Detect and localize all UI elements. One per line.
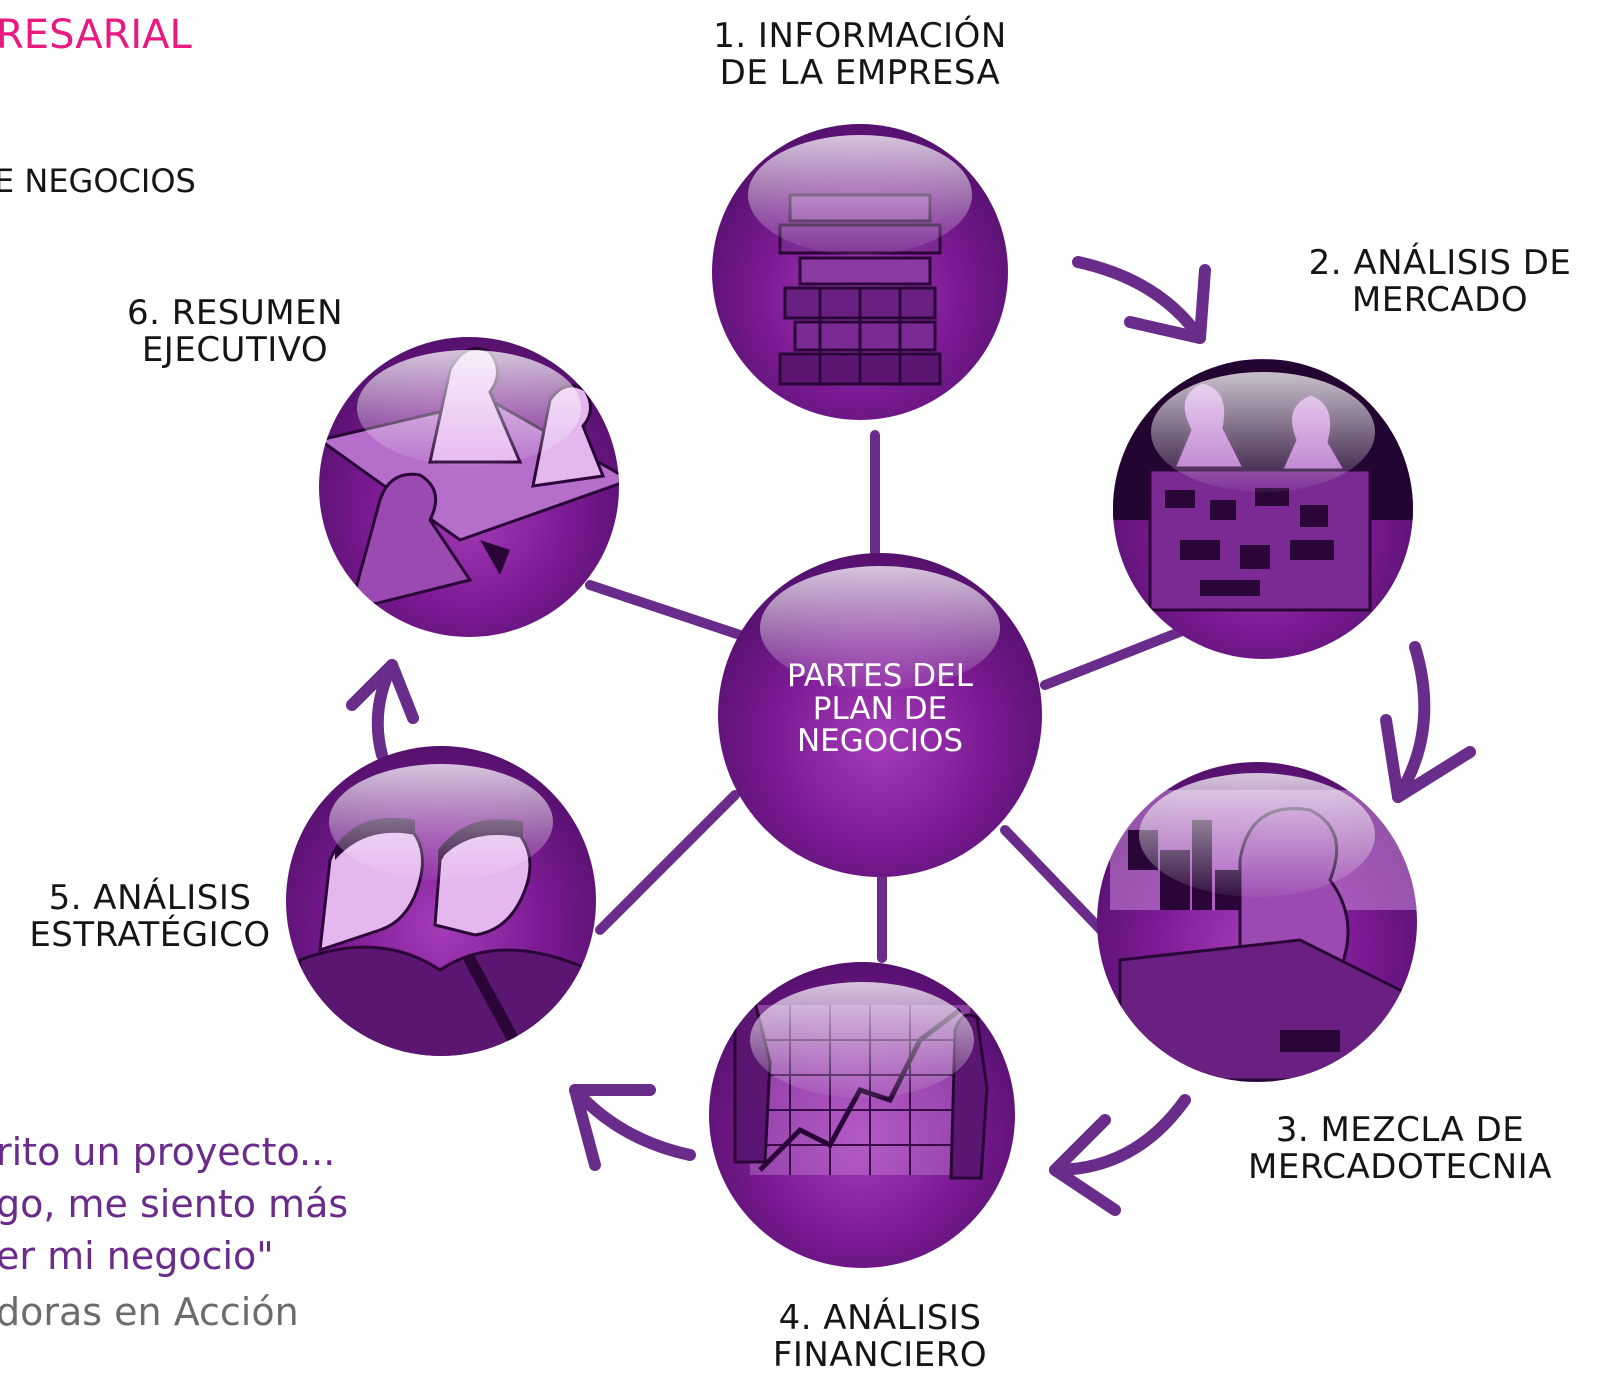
part-3-label: 3. MEZCLA DE MERCADOTECNIA <box>1248 1110 1552 1187</box>
node-5-estrategico <box>286 746 596 1056</box>
center-label: PARTES DEL PLAN DE NEGOCIOS <box>787 658 973 760</box>
arrow-4-to-5 <box>569 1084 696 1171</box>
part-1-label: 1. INFORMACIÓN DE LA EMPRESA <box>713 16 1007 93</box>
part-2-label: 2. ANÁLISIS DE MERCADO <box>1308 243 1572 320</box>
part-5-label: 5. ANÁLISIS ESTRATÉGICO <box>29 878 271 955</box>
node-4-financiero <box>709 962 1015 1268</box>
arrow-2-to-3 <box>1380 641 1476 803</box>
node-3-mercadotecnia <box>1097 762 1417 1082</box>
center-node <box>718 553 1042 877</box>
node-2-mercado <box>1113 359 1413 659</box>
title-fragment: RESARIAL <box>0 12 192 58</box>
part-4-label: 4. ANÁLISIS FINANCIERO <box>772 1298 988 1375</box>
node-1-informacion <box>712 124 1008 420</box>
arrow-1-to-2 <box>1072 256 1211 344</box>
connector-5 <box>595 790 740 935</box>
quote-line-3: er mi negocio" <box>0 1234 274 1278</box>
arrow-3-to-4 <box>1049 1094 1191 1216</box>
cycle-arrows <box>346 256 1476 1216</box>
connector-6 <box>585 580 745 640</box>
arrow-5-to-6 <box>346 659 419 761</box>
quote-line-2: go, me siento más <box>0 1182 349 1226</box>
part-6-label: 6. RESUMEN EJECUTIVO <box>126 293 344 370</box>
quote-author: doras en Acción <box>0 1290 299 1334</box>
subtitle-fragment: E NEGOCIOS <box>0 162 196 200</box>
quote-line-1: rito un proyecto... <box>0 1130 336 1174</box>
node-6-resumen <box>319 337 619 637</box>
